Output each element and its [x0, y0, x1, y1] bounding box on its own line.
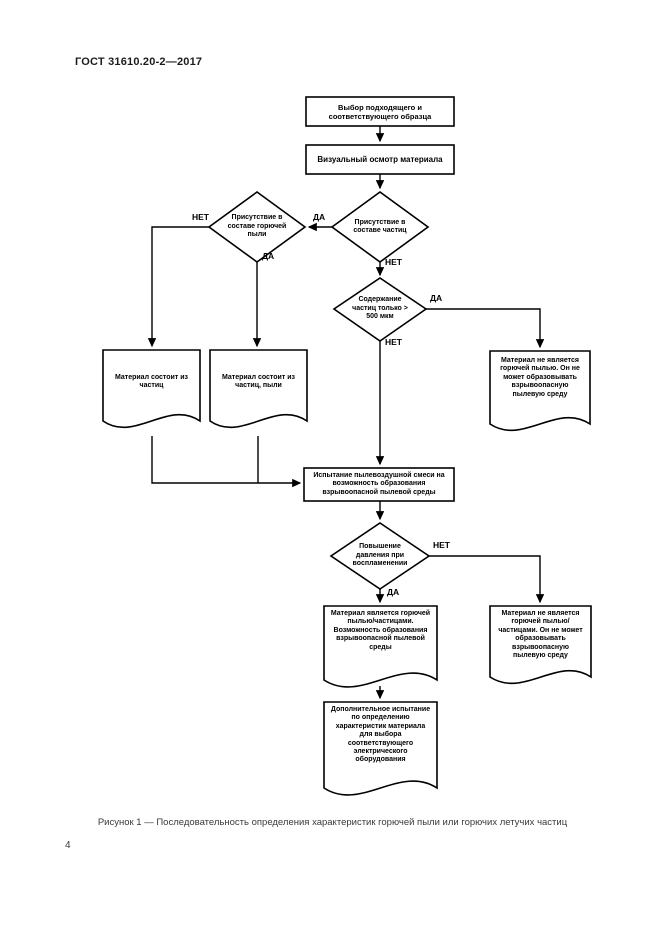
test-mixture-box	[303, 467, 455, 502]
standard-number: ГОСТ 31610.20-2—2017	[75, 56, 203, 68]
particles-over-500-label: Содержание частиц только > 500 мкм	[352, 296, 408, 321]
test-mixture-label: Испытание пылевоздушной смеси на возможн…	[313, 471, 445, 496]
particles-over-500-diamond	[332, 277, 428, 342]
edge-docs-to-test	[151, 436, 302, 488]
branch-no-500: НЕТ	[385, 337, 402, 347]
dust-present-diamond	[207, 191, 307, 263]
not-combustible-doc	[489, 605, 592, 684]
pressure-rise-diamond	[329, 522, 431, 590]
is-combustible-doc	[323, 605, 438, 688]
page-number: 4	[65, 840, 71, 851]
dust-present-label: Присутствие в составе горючей пыли	[227, 214, 287, 239]
select-sample-label: Выбор подходящего и соответствующего обр…	[328, 102, 432, 121]
edge-pressure-no-to-doc	[429, 555, 545, 604]
figure-caption: Рисунок 1 — Последовательность определен…	[97, 817, 568, 828]
edges	[147, 126, 545, 700]
branch-yes-500: ДА	[430, 293, 443, 303]
branch-yes-dust: ДА	[262, 251, 275, 261]
node-shapes	[102, 96, 592, 796]
visual-inspection-box	[305, 144, 455, 175]
edge-dust-no-to-doc	[147, 226, 209, 348]
particles-present-label: Присутствие в составе частиц	[353, 218, 407, 234]
is-combustible-label: Материал является горючей пылью/частицам…	[330, 610, 431, 651]
branch-no-particles: НЕТ	[385, 257, 402, 267]
additional-test-label: Дополнительное испытание по определению …	[330, 706, 431, 764]
branch-no-pressure: НЕТ	[433, 540, 450, 550]
edge-500-yes-to-doc	[426, 308, 545, 349]
not-combustible-dust-doc	[489, 350, 591, 431]
pressure-rise-label: Повышение давления при воспламенении	[352, 543, 408, 568]
consists-of-dust-particles-doc	[209, 349, 308, 428]
additional-test-doc	[323, 701, 438, 796]
not-combustible-dust-label: Материал не является горючей пылью. Он н…	[500, 357, 580, 398]
visual-inspection-label: Визуальный осмотр материала	[317, 154, 443, 164]
consists-of-particles-label: Материал состоит из частиц	[114, 373, 189, 389]
select-sample-box	[305, 96, 455, 127]
consists-of-particles-doc	[102, 349, 201, 428]
particles-present-diamond	[330, 191, 430, 263]
branch-yes-pressure: ДА	[387, 587, 400, 597]
branch-no-dust: НЕТ	[192, 212, 209, 222]
branch-yes-particles: ДА	[313, 212, 326, 222]
not-combustible-label: Материал не является горючей пылью/части…	[498, 610, 583, 659]
consists-of-dust-particles-label: Материал состоит из частиц, пыли	[221, 373, 296, 389]
